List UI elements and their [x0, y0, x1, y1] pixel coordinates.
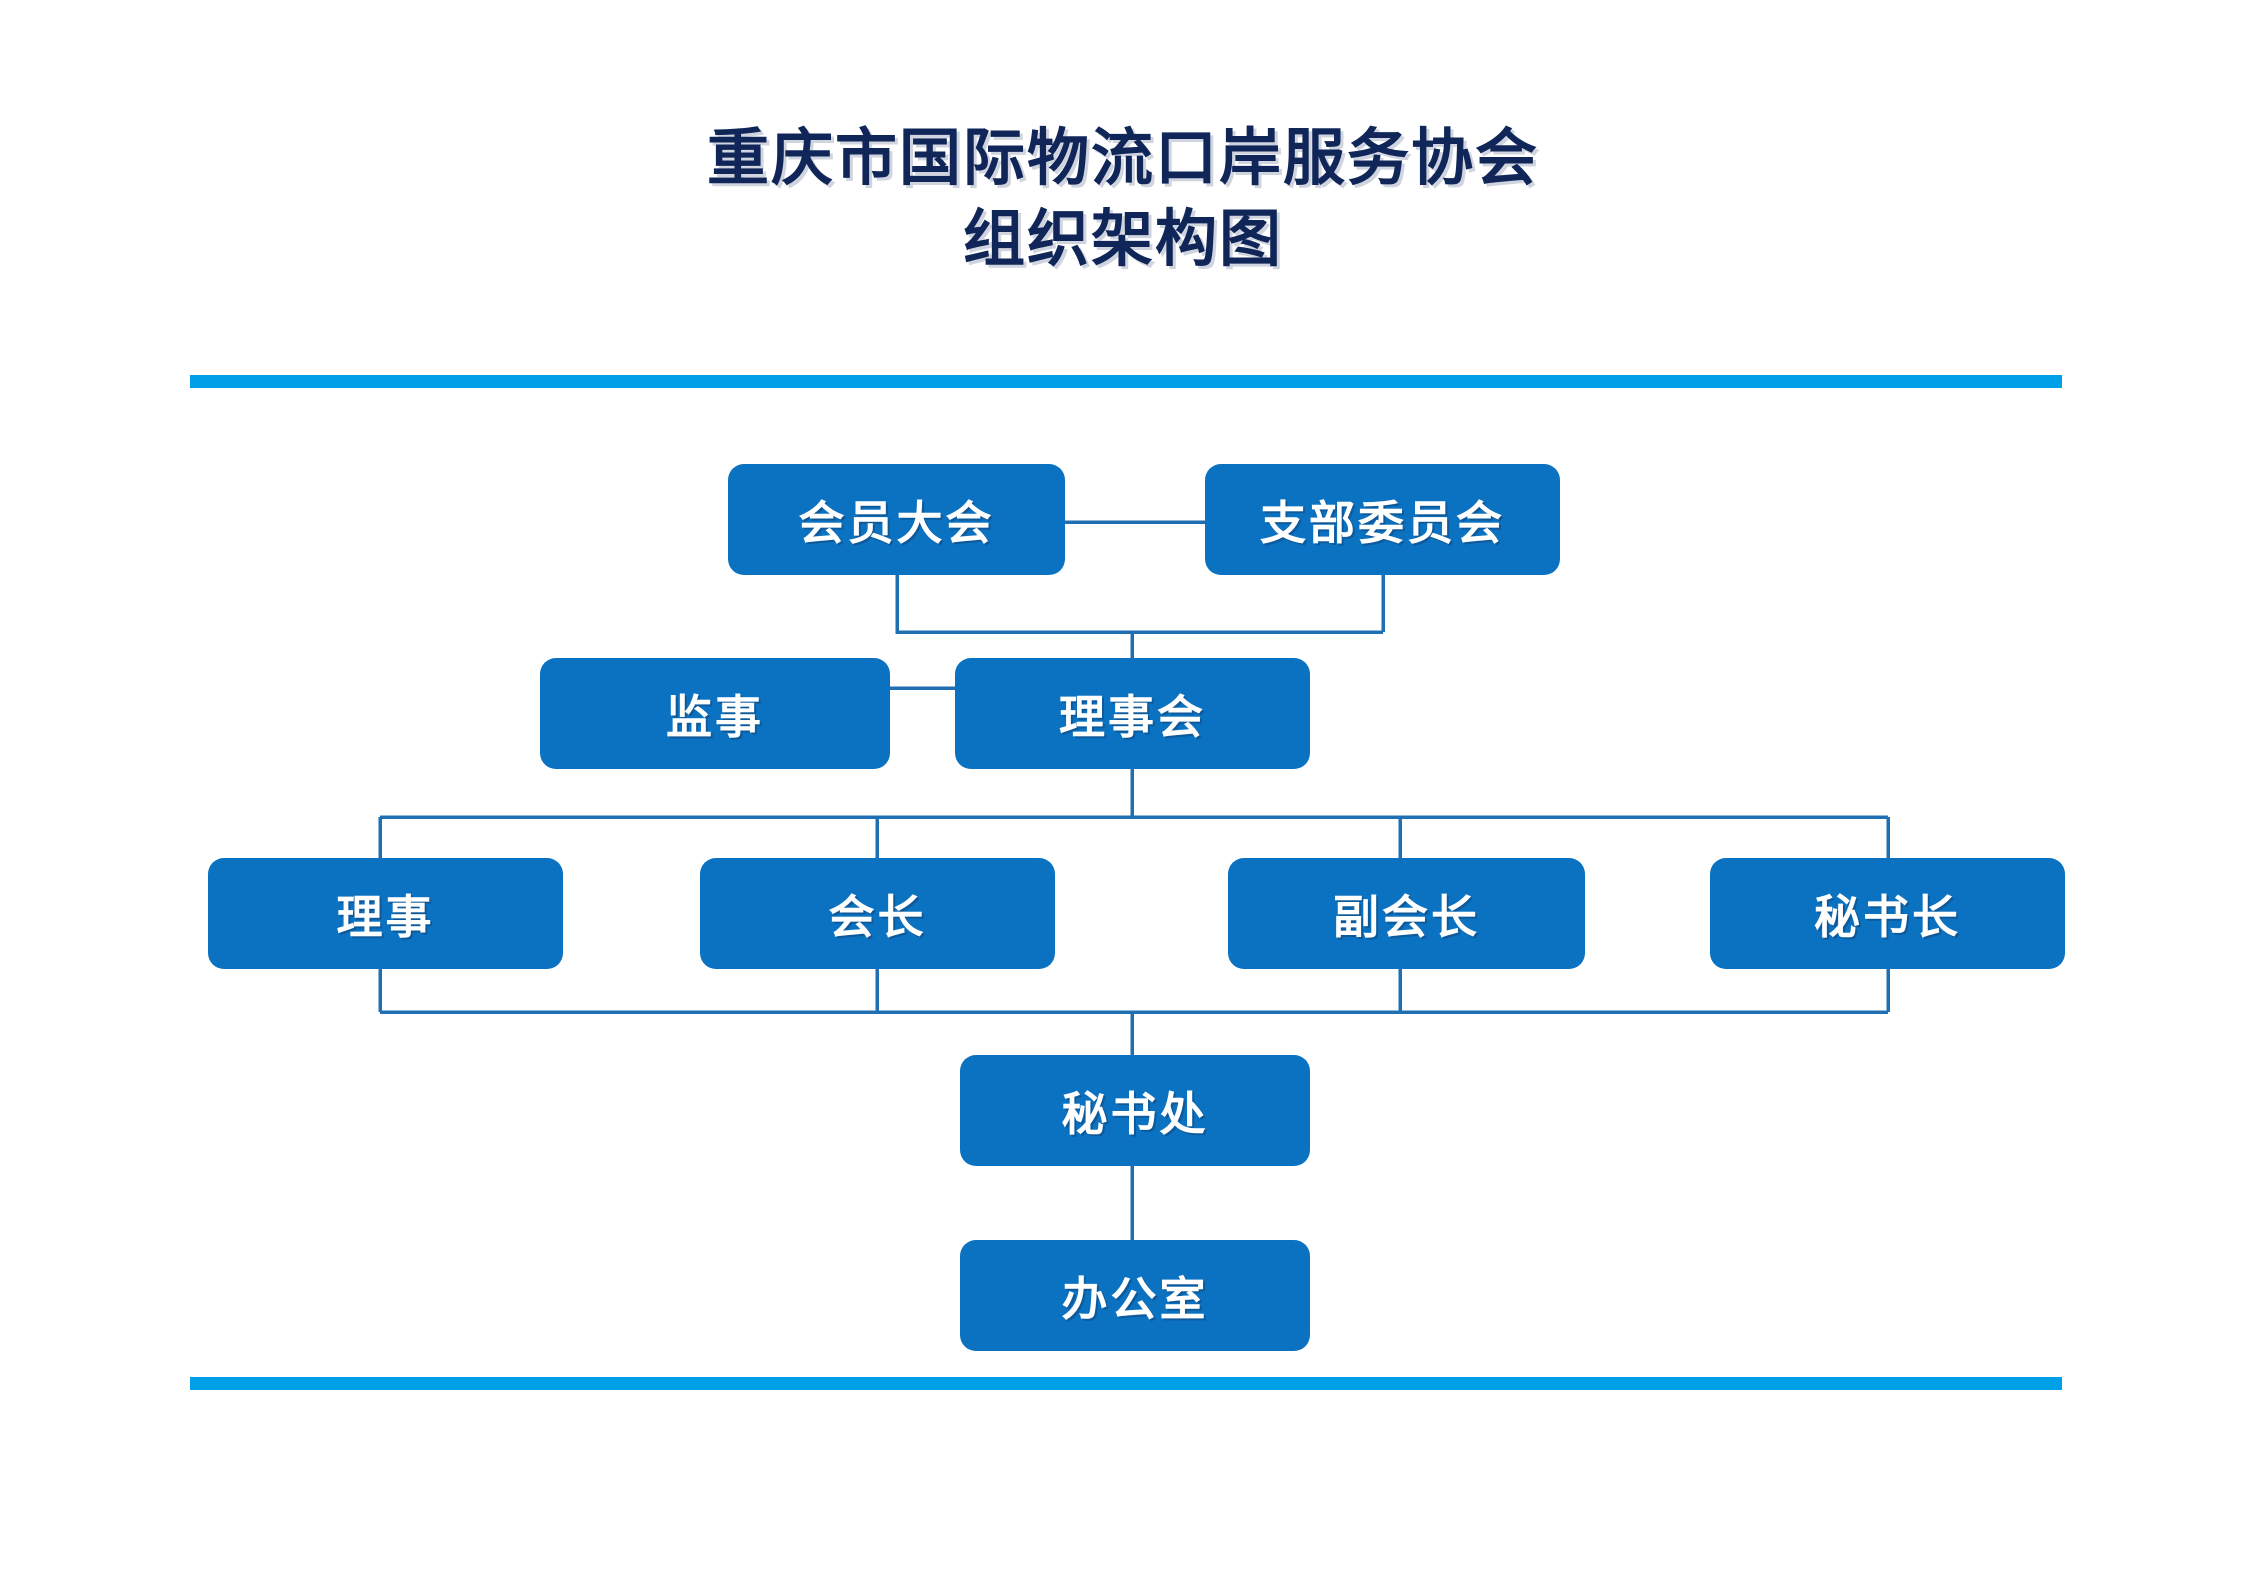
- node-director[interactable]: 理事: [208, 858, 563, 969]
- node-label-council: 理事会: [1059, 689, 1206, 744]
- node-party-branch-committee[interactable]: 支部委员会: [1205, 464, 1560, 575]
- node-label-president: 会长: [828, 889, 927, 944]
- node-label-secretary-general: 秘书长: [1814, 889, 1961, 944]
- page-title-line-1: 重庆市国际物流口岸服务协会: [706, 121, 1539, 194]
- node-supervisor[interactable]: 监事: [540, 658, 890, 769]
- node-label-secretariat: 秘书处: [1061, 1086, 1209, 1141]
- node-vice-president[interactable]: 副会长: [1228, 858, 1585, 969]
- page-title: 重庆市国际物流口岸服务协会 组织架构图: [0, 118, 2246, 279]
- top-divider-rule: [190, 375, 2062, 388]
- node-label-vice-president: 副会长: [1333, 889, 1480, 944]
- node-secretariat[interactable]: 秘书处: [960, 1055, 1310, 1166]
- page-title-line-2: 组织架构图: [962, 201, 1283, 275]
- node-label-members-assembly: 会员大会: [798, 495, 995, 550]
- node-label-supervisor: 监事: [666, 689, 764, 744]
- node-president[interactable]: 会长: [700, 858, 1055, 969]
- node-council[interactable]: 理事会: [955, 658, 1310, 769]
- edge-members-drop: [895, 575, 1383, 634]
- node-office[interactable]: 办公室: [960, 1240, 1310, 1351]
- node-secretary-general[interactable]: 秘书长: [1710, 858, 2065, 969]
- node-members-assembly[interactable]: 会员大会: [728, 464, 1065, 575]
- node-label-director: 理事: [336, 889, 435, 944]
- bottom-divider-rule: [190, 1377, 2062, 1390]
- node-label-party-branch-committee: 支部委员会: [1260, 495, 1505, 550]
- node-label-office: 办公室: [1061, 1271, 1209, 1326]
